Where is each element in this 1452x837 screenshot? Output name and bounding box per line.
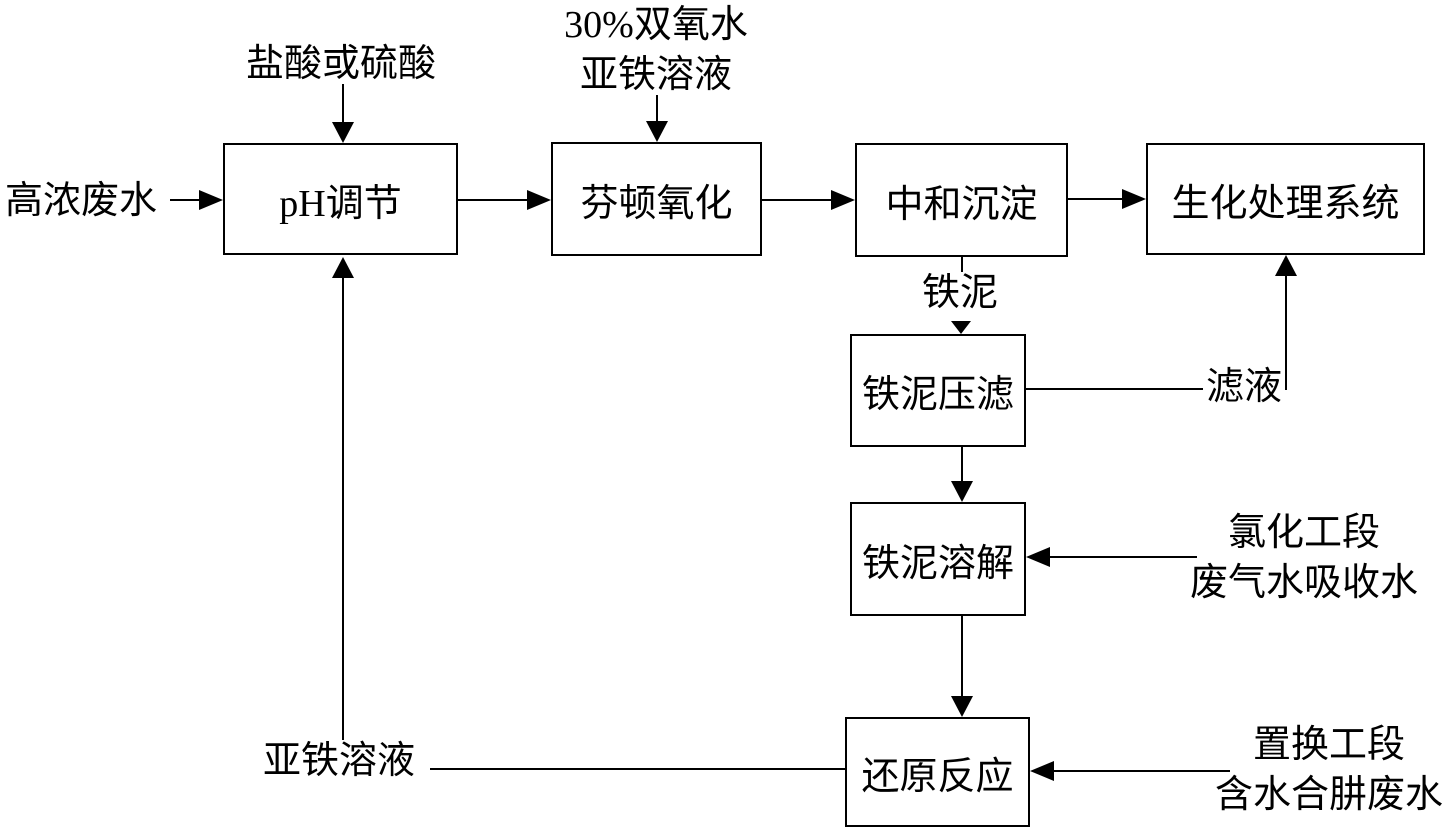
label-replacement-section-wastewater: 置换工段 含水合肼废水	[1204, 720, 1452, 820]
label-chlorination-line1: 氯化工段	[1227, 512, 1380, 554]
line-feed-to-ph	[170, 199, 199, 201]
arrow-filter-into-dissolve	[951, 481, 973, 502]
label-peroxide-line2: 亚铁溶液	[579, 54, 732, 96]
line-ph-to-fenton	[458, 199, 527, 201]
node-reduction-reaction: 还原反应	[845, 717, 1030, 827]
line-dissolve-to-reduce	[961, 616, 963, 696]
label-chlorination-line2: 废气水吸收水	[1189, 562, 1418, 604]
arrow-neutralize-into-bio	[1122, 189, 1146, 209]
label-peroxide-ferrous-input: 30%双氧水 亚铁溶液	[536, 0, 776, 100]
node-iron-mud-press-filtration: 铁泥压滤	[850, 334, 1026, 447]
label-chlorination-section-water: 氯化工段 废气水吸收水	[1179, 508, 1429, 608]
label-peroxide-line1: 30%双氧水	[564, 4, 748, 46]
line-peroxide-down	[656, 95, 658, 123]
line-filter-to-filtrate	[1026, 388, 1203, 390]
node-fenton-oxidation: 芬顿氧化	[551, 142, 762, 256]
label-feed-wastewater: 高浓废水	[5, 180, 158, 222]
arrow-filtrate-into-bio	[1275, 255, 1297, 276]
line-neutralize-to-ironmud	[961, 257, 963, 272]
node-biochemical-treatment-system: 生化处理系统	[1146, 143, 1425, 255]
arrow-ferrous-into-ph	[332, 257, 354, 278]
arrow-ironmud-into-filter	[951, 321, 971, 334]
label-replacement-line1: 置换工段	[1252, 724, 1405, 766]
arrow-peroxide-into-fenton	[646, 121, 668, 142]
line-filtrate-up	[1285, 276, 1287, 390]
arrow-replacement-into-reduce	[1030, 761, 1054, 781]
label-iron-mud: 铁泥	[922, 272, 999, 314]
line-replacement-to-reduce	[1052, 770, 1230, 772]
line-acid-down	[342, 84, 344, 123]
line-ferrous-up	[342, 277, 344, 740]
arrow-chlorination-into-dissolve	[1026, 547, 1050, 567]
node-iron-mud-dissolution: 铁泥溶解	[850, 502, 1026, 616]
line-chlorination-to-dissolve	[1048, 556, 1197, 558]
arrow-ph-into-fenton	[527, 190, 551, 210]
label-filtrate: 滤液	[1206, 366, 1283, 408]
line-filter-to-dissolve	[961, 447, 963, 481]
arrow-feed-into-ph	[199, 190, 223, 210]
arrow-acid-into-ph	[332, 122, 354, 143]
arrow-dissolve-into-reduce	[951, 696, 973, 717]
label-acid-input: 盐酸或硫酸	[246, 43, 437, 85]
label-ferrous-solution-recycle: 亚铁溶液	[263, 740, 416, 782]
node-ph-adjust: pH调节	[223, 143, 458, 255]
label-replacement-line2: 含水合肼废水	[1214, 774, 1443, 816]
line-fenton-to-neutralize	[762, 199, 831, 201]
node-neutralization-precipitation: 中和沉淀	[855, 143, 1068, 257]
line-neutralize-to-bio	[1068, 198, 1122, 200]
line-reduce-to-ferrous	[430, 768, 845, 770]
arrow-fenton-into-neutralize	[831, 190, 855, 210]
